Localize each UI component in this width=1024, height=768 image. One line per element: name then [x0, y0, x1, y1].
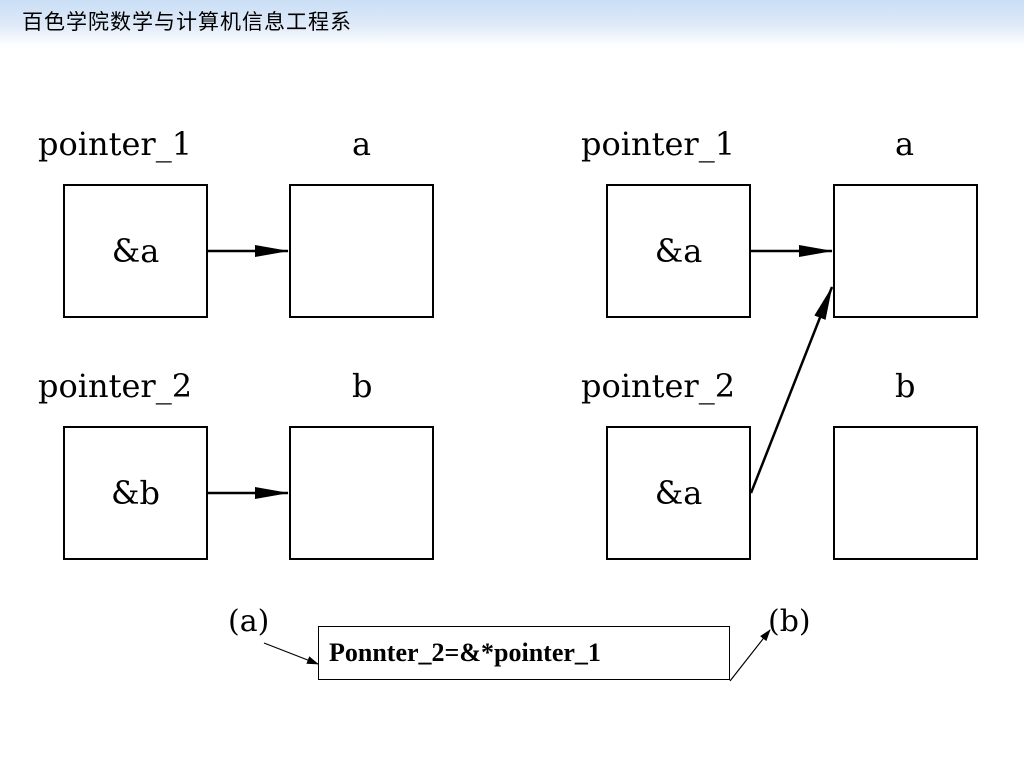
- diagram-a-var-a-cell: [289, 184, 434, 318]
- diagram-a-var-a-label: a: [352, 125, 372, 163]
- diagram-b-pointer-2-value: &a: [654, 474, 703, 512]
- diagram-a-pointer-2-label: pointer_2: [38, 367, 193, 405]
- diagram-b-pointer-1-value: &a: [654, 232, 703, 270]
- caption-b-leader-arrow: [729, 629, 771, 682]
- diagram-b-var-b-cell: [833, 426, 978, 560]
- title-bar: 百色学院数学与计算机信息工程系: [0, 0, 1024, 46]
- diagram-a-var-b-label: b: [352, 367, 373, 405]
- diagram-b-pointer-2-label: pointer_2: [581, 367, 736, 405]
- formula-text: Ponnter_2=&*pointer_1: [329, 638, 601, 667]
- diagram-b-var-a-cell: [833, 184, 978, 318]
- diagram-a-pointer-1-value: &a: [111, 232, 160, 270]
- diagram-a-pointer-1-label: pointer_1: [38, 125, 193, 163]
- formula-box: Ponnter_2=&*pointer_1: [318, 626, 730, 680]
- diagram-b-pointer-1-label: pointer_1: [581, 125, 736, 163]
- page-title: 百色学院数学与计算机信息工程系: [22, 10, 352, 34]
- diagram-b-var-a-label: a: [895, 125, 915, 163]
- caption-a-leader-arrow: [263, 642, 319, 665]
- diagram-b-pointer-2-cell: &a: [606, 426, 751, 560]
- diagram-a-pointer-2-cell: &b: [63, 426, 208, 560]
- diagram-b-pointer-2-arrow: [749, 286, 834, 494]
- diagram-b-pointer-1-cell: &a: [606, 184, 751, 318]
- diagram-a-pointer-2-value: &b: [111, 474, 160, 512]
- diagram-b-var-b-label: b: [895, 367, 916, 405]
- diagram-a-var-b-cell: [289, 426, 434, 560]
- diagram-a-pointer-1-cell: &a: [63, 184, 208, 318]
- diagram-a-caption: (a): [228, 604, 270, 639]
- diagram-b-caption: (b): [768, 604, 811, 639]
